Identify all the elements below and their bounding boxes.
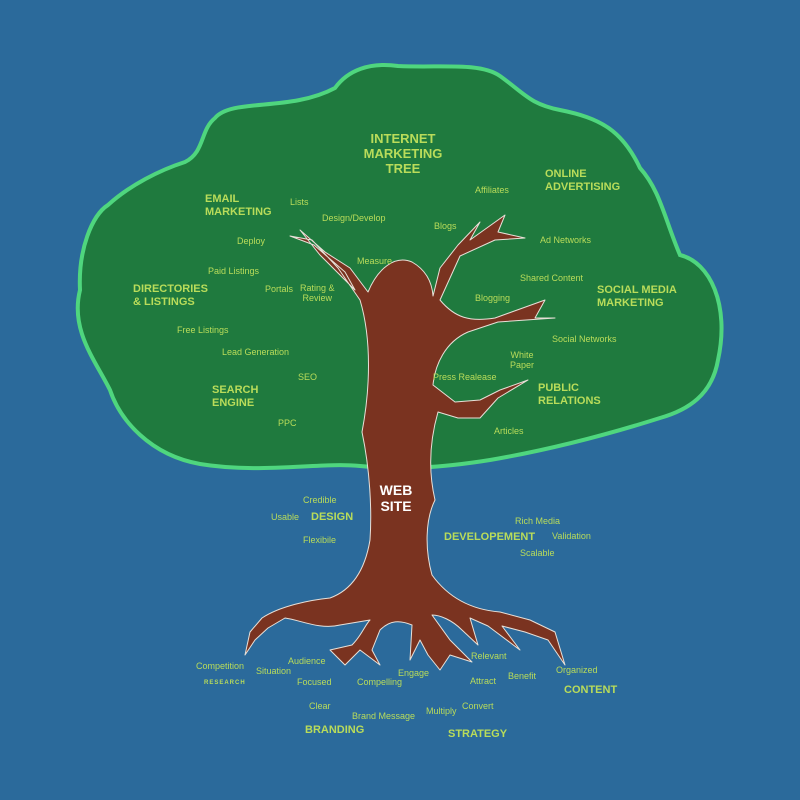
leaf-social-networks: Social Networks [552,334,617,344]
branch-title-online-advertising: ONLINE ADVERTISING [545,168,620,193]
trunk-label: WEB SITE [372,482,420,514]
root-leaf-competition: Competition [196,661,245,671]
branch-title-directories-listings: DIRECTORIES & LISTINGS [133,283,208,308]
leaf-ppc: PPC [278,418,297,428]
branch-title-line: EMAIL [205,193,240,205]
leaf-lists: Lists [290,197,309,207]
leaf-rating-line: Rating & [300,283,335,293]
branch-title-line: PUBLIC [538,382,579,394]
branch-title-line: SOCIAL MEDIA [597,284,677,296]
branch-title-email-marketing: EMAIL MARKETING [205,193,272,218]
root-leaf-convert: Convert [462,701,494,711]
leaf-deploy: Deploy [237,236,266,246]
root-leaf-audience: Audience [288,656,326,666]
leaf-press-release: Press Realease [433,372,497,382]
branch-title-line: ENGINE [212,396,255,409]
leaf-ad-networks: Ad Networks [540,235,592,245]
branch-title-line: ADVERTISING [545,180,621,193]
leaf-affiliates: Affiliates [475,185,509,195]
branch-title-line: ONLINE [545,168,587,180]
title-line-2: MARKETING [363,145,443,161]
leaf-white-line: White [510,350,534,360]
leaf-white-paper: White Paper [510,350,534,371]
root-leaf-benefit: Benefit [508,671,537,681]
leaf-free-listings: Free Listings [177,325,229,335]
leaf-seo: SEO [298,372,318,382]
root-leaf-multiply: Multiply [426,706,457,716]
root-title-research: RESEARCH [204,680,246,686]
leaf-paid-listings: Paid Listings [208,266,260,276]
branch-title-line: SEARCH [212,384,259,396]
leaf-articles: Articles [494,426,524,436]
trunk-label-line-2: SITE [380,498,412,515]
root-title-branding: BRANDING [305,724,365,736]
root-leaf-focused: Focused [297,677,332,687]
branch-title-social-media: SOCIAL MEDIA MARKETING [597,284,677,309]
root-leaf-situation: Situation [256,666,292,676]
title-line-3: TREE [385,160,421,176]
title-line-1: INTERNET [370,131,436,146]
branch-title-line: DIRECTORIES [133,283,208,295]
root-leaf-relevant: Relevant [471,651,507,661]
root-leaf-rich-media: Rich Media [515,516,561,526]
root-title-content: CONTENT [564,684,618,696]
leaf-blogging: Blogging [475,293,511,303]
root-leaf-clear: Clear [309,701,331,711]
root-leaf-scalable: Scalable [520,548,555,558]
branch-title-line: & LISTINGS [133,295,195,308]
branch-title-line: MARKETING [597,296,664,309]
root-leaf-flexibile: Flexibile [303,535,337,545]
leaf-lead-generation: Lead Generation [222,347,290,357]
leaf-measure: Measure [357,256,393,266]
root-leaf-brand-message: Brand Message [352,711,416,721]
root-leaf-credible: Credible [303,495,337,505]
branch-title-search-engine: SEARCH ENGINE [212,384,258,409]
branch-title-public-relations: PUBLIC RELATIONS [538,382,601,407]
leaf-portals: Portals [265,284,294,294]
leaf-shared-content: Shared Content [520,273,584,283]
diagram-title: INTERNET MARKETING TREE [348,131,458,177]
root-leaf-compelling: Compelling [357,677,403,687]
branch-title-line: MARKETING [205,205,272,218]
leaf-paper-line: Paper [510,360,535,371]
root-title-development: DEVELOPEMENT [444,531,536,543]
root-title-design: DESIGN [311,511,354,523]
root-leaf-engage: Engage [398,668,430,678]
leaf-rating-review: Rating & Review [300,283,335,304]
tree-trunk [244,214,566,671]
trunk-label-line-1: WEB [379,482,413,498]
root-title-strategy: STRATEGY [448,728,508,740]
root-leaf-attract: Attract [470,676,497,686]
root-leaf-usable: Usable [271,512,300,522]
leaf-design-develop: Design/Develop [322,213,386,223]
leaf-review-line: Review [302,293,333,304]
root-leaf-validation: Validation [552,531,591,541]
root-leaf-organized: Organized [556,665,598,675]
branch-title-line: RELATIONS [538,394,601,407]
leaf-blogs: Blogs [434,221,457,231]
